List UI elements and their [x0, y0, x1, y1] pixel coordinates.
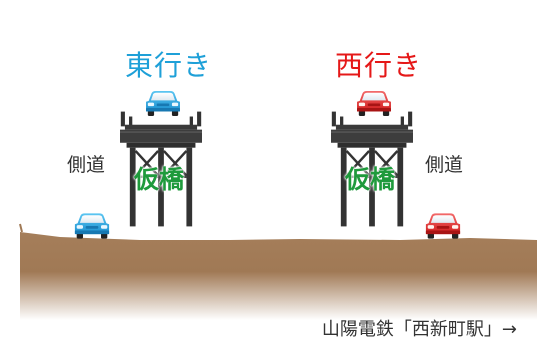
ground-edge: [19, 223, 23, 233]
car-icon: [357, 91, 391, 116]
side-road-right-label: 側道: [425, 154, 464, 176]
temporary-bridge-left-label: 仮橋: [134, 165, 185, 194]
temporary-bridge-right-label: 仮橋: [345, 165, 396, 194]
car-icon: [74, 213, 110, 239]
side-road-left-label: 側道: [67, 154, 106, 176]
eastbound-label: 東行き: [125, 49, 213, 82]
westbound-label: 西行き: [335, 49, 423, 82]
station-direction-label: 山陽電鉄「西新町駅」→: [321, 319, 517, 340]
car-icon: [146, 91, 180, 116]
ground: [20, 232, 537, 320]
car-icon: [425, 213, 461, 239]
